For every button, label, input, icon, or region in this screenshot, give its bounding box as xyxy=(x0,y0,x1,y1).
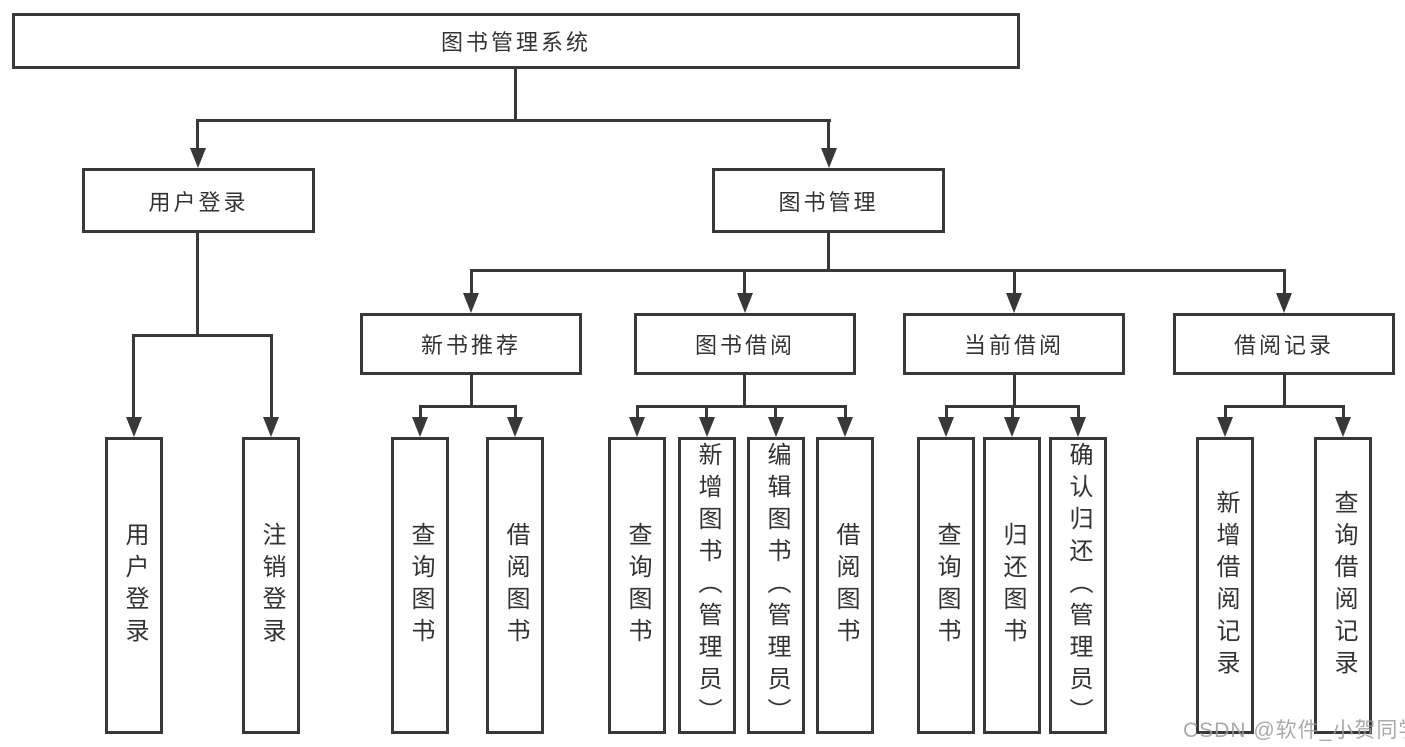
connector-line xyxy=(132,334,273,337)
node-new-book-recommend-label: 新书推荐 xyxy=(420,333,521,358)
node-borrow-record: 借阅记录 xyxy=(1173,313,1395,375)
connector-line xyxy=(827,119,830,150)
connector-line xyxy=(743,375,746,407)
arrow-down-icon xyxy=(190,148,206,168)
root-node-library-system: 图书管理系统 xyxy=(12,13,1020,69)
connector-line xyxy=(1077,405,1080,418)
leaf-borrow-book-recommend: 借阅图书 xyxy=(486,437,544,734)
connector-line xyxy=(743,269,746,295)
connector-line xyxy=(196,119,831,122)
connector-line xyxy=(705,405,708,418)
connector-line xyxy=(945,405,948,418)
leaf-add-borrow-record-label: 新增借阅记录 xyxy=(1212,489,1239,682)
arrow-down-icon xyxy=(837,417,853,437)
connector-line xyxy=(270,334,273,418)
leaf-add-borrow-record: 新增借阅记录 xyxy=(1196,437,1254,734)
arrow-down-icon xyxy=(507,417,523,437)
connector-line xyxy=(636,405,639,418)
leaf-edit-book-admin-label: 编辑图书（管理员） xyxy=(763,441,790,730)
connector-line xyxy=(636,405,847,408)
connector-line xyxy=(419,405,422,418)
arrow-down-icon xyxy=(938,417,954,437)
leaf-borrow-book-recommend-label: 借阅图书 xyxy=(502,521,529,650)
connector-line xyxy=(1342,405,1345,418)
arrow-down-icon xyxy=(629,417,645,437)
connector-line xyxy=(774,405,777,418)
connector-line xyxy=(1283,269,1286,295)
node-book-borrow: 图书借阅 xyxy=(634,313,856,375)
node-book-management-label: 图书管理 xyxy=(778,189,879,215)
arrow-down-icon xyxy=(1070,417,1086,437)
node-new-book-recommend: 新书推荐 xyxy=(360,313,582,375)
node-book-management: 图书管理 xyxy=(712,168,945,233)
leaf-query-book-recommend: 查询图书 xyxy=(391,437,449,734)
leaf-query-book-borrow-label: 查询图书 xyxy=(624,521,651,650)
connector-line xyxy=(844,405,847,418)
connector-line xyxy=(514,69,517,121)
csdn-watermark: CSDN @软件_小贺同学 xyxy=(1183,719,1405,742)
node-borrow-record-label: 借阅记录 xyxy=(1233,333,1334,358)
arrow-down-icon xyxy=(821,148,837,168)
connector-line xyxy=(827,233,830,271)
connector-line xyxy=(419,405,517,408)
connector-line xyxy=(1011,405,1014,418)
leaf-user-login-label: 用户登录 xyxy=(121,521,148,650)
connector-line xyxy=(470,375,473,407)
connector-line xyxy=(1013,269,1016,295)
arrow-down-icon xyxy=(1335,417,1351,437)
connector-line xyxy=(132,334,135,418)
leaf-query-borrow-record-label: 查询借阅记录 xyxy=(1330,489,1357,682)
connector-line xyxy=(196,119,199,150)
node-current-borrow-label: 当前借阅 xyxy=(963,333,1064,358)
leaf-return-book-label: 归还图书 xyxy=(999,521,1026,650)
root-node-label: 图书管理系统 xyxy=(440,30,591,55)
leaf-query-book-recommend-label: 查询图书 xyxy=(407,521,434,650)
leaf-confirm-return-admin-label: 确认归还（管理员） xyxy=(1065,441,1092,730)
node-current-borrow: 当前借阅 xyxy=(903,313,1125,375)
leaf-logout-label: 注销登录 xyxy=(258,521,285,650)
arrow-down-icon xyxy=(1004,417,1020,437)
leaf-logout: 注销登录 xyxy=(242,437,300,734)
connector-line xyxy=(1224,405,1345,408)
connector-line xyxy=(1013,375,1016,407)
connector-line xyxy=(514,405,517,418)
leaf-query-book-current-label: 查询图书 xyxy=(933,521,960,650)
arrow-down-icon xyxy=(699,417,715,437)
connector-line xyxy=(470,269,473,295)
node-book-borrow-label: 图书借阅 xyxy=(694,333,795,358)
arrow-down-icon xyxy=(263,417,279,437)
leaf-edit-book-admin: 编辑图书（管理员） xyxy=(747,437,805,734)
leaf-query-book-current: 查询图书 xyxy=(917,437,975,734)
leaf-query-book-borrow: 查询图书 xyxy=(608,437,666,734)
arrow-down-icon xyxy=(1006,293,1022,313)
arrow-down-icon xyxy=(737,293,753,313)
leaf-add-book-admin-label: 新增图书（管理员） xyxy=(694,441,721,730)
node-user-login: 用户登录 xyxy=(82,168,315,233)
arrow-down-icon xyxy=(1276,293,1292,313)
leaf-user-login: 用户登录 xyxy=(105,437,163,734)
arrow-down-icon xyxy=(463,293,479,313)
connector-line xyxy=(1224,405,1227,418)
arrow-down-icon xyxy=(1217,417,1233,437)
arrow-down-icon xyxy=(412,417,428,437)
connector-line xyxy=(470,269,1286,272)
leaf-borrow-book: 借阅图书 xyxy=(816,437,874,734)
leaf-return-book: 归还图书 xyxy=(983,437,1041,734)
leaf-borrow-book-label: 借阅图书 xyxy=(832,521,859,650)
node-user-login-label: 用户登录 xyxy=(148,189,249,215)
leaf-query-borrow-record: 查询借阅记录 xyxy=(1314,437,1372,734)
connector-line xyxy=(1283,375,1286,407)
connector-line xyxy=(196,233,199,336)
arrow-down-icon xyxy=(126,417,142,437)
leaf-add-book-admin: 新增图书（管理员） xyxy=(678,437,736,734)
leaf-confirm-return-admin: 确认归还（管理员） xyxy=(1049,437,1107,734)
arrow-down-icon xyxy=(768,417,784,437)
